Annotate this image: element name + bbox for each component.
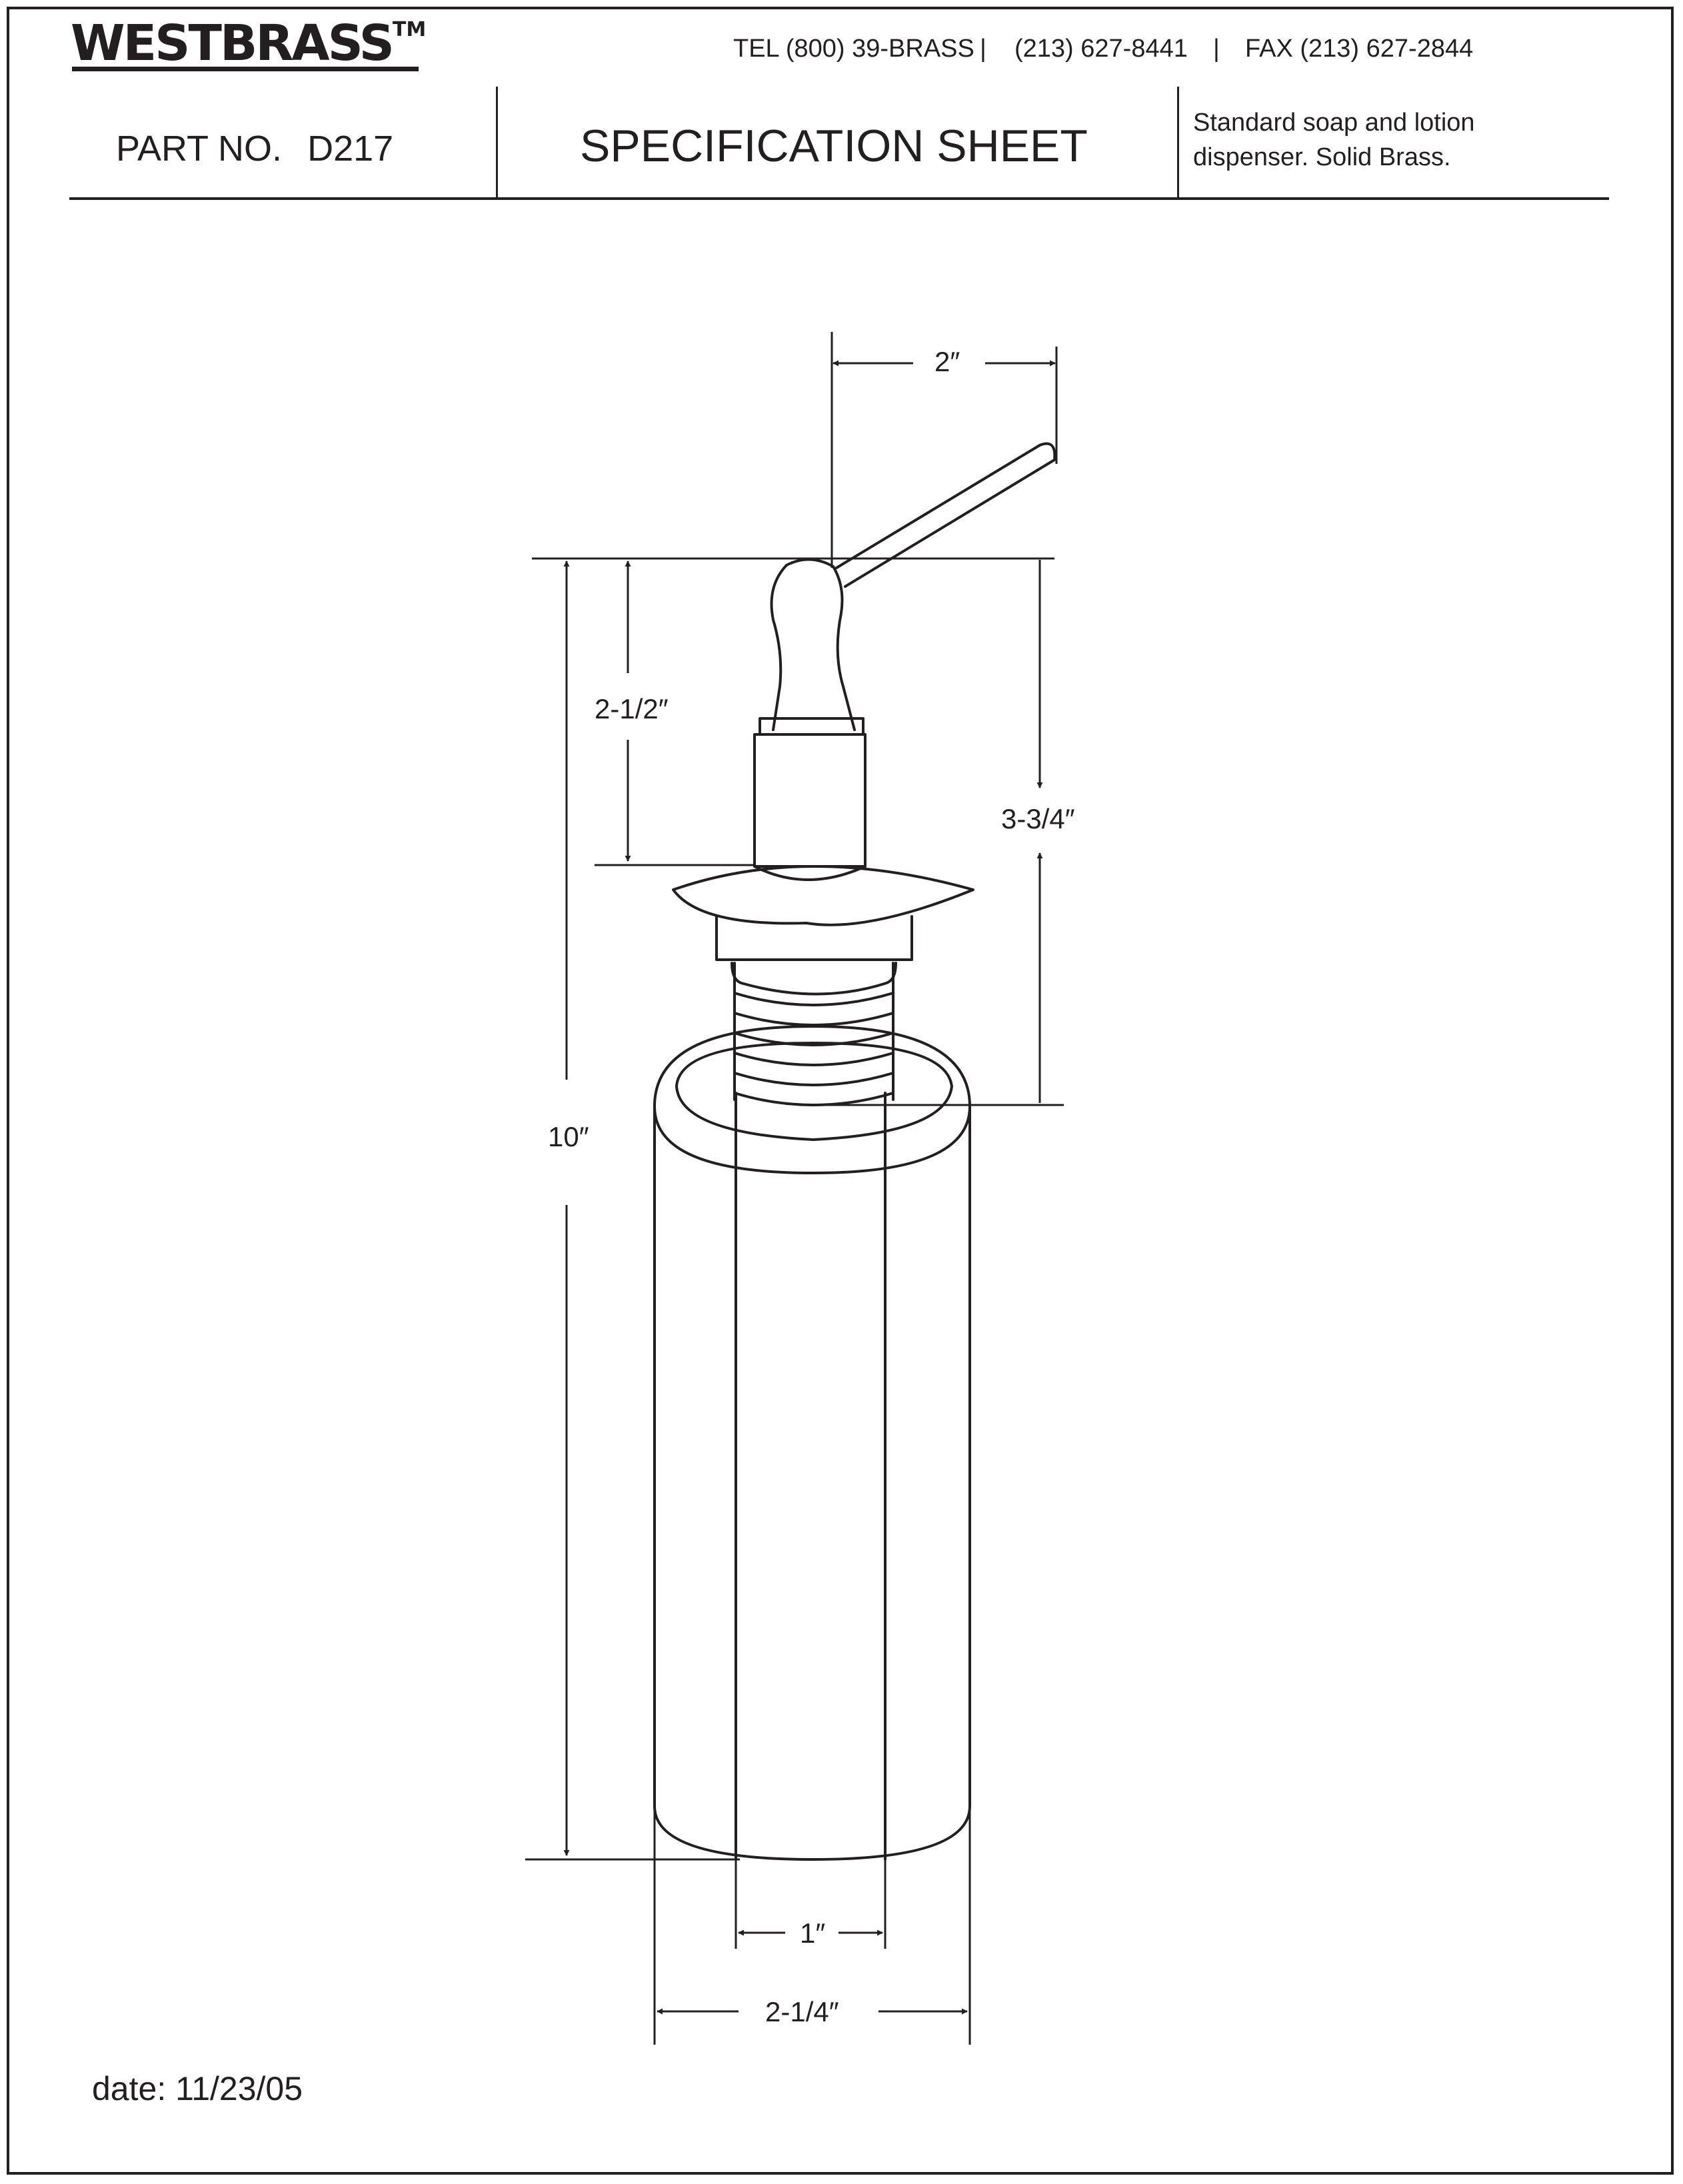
phone-number: (213) 627-8441: [1014, 35, 1188, 63]
pump-base: [753, 865, 866, 881]
sheet-date: date: 11/23/05: [92, 2070, 303, 2107]
shank-threads: [731, 962, 897, 1106]
page-border: [7, 7, 1674, 2175]
part-number-field: PART NO. D217: [116, 128, 393, 169]
product-description: Standard soap and lotion dispenser. Soli…: [1193, 109, 1475, 171]
spout: [835, 442, 1056, 588]
dim-label-bottle-diameter: 2-1/4″: [765, 1996, 839, 2027]
tel-number: TEL (800) 39-BRASS: [733, 35, 974, 63]
bottle-top: [653, 1025, 971, 1174]
header-rule: [69, 197, 1609, 200]
deck-flange: [672, 865, 974, 926]
sheet-title: SPECIFICATION SHEET: [580, 121, 1088, 171]
trademark-mark: TM: [392, 18, 427, 41]
dim-label-above-deck: 3-3/4″: [1001, 803, 1075, 834]
dim-label-overall-height: 10″: [548, 1121, 589, 1152]
hex-nut: [715, 915, 913, 961]
dim-label-pump-height: 2-1/2″: [595, 693, 669, 724]
pump-collar: [759, 717, 864, 734]
brand-name: WESTBRASS: [71, 15, 395, 72]
fax-number: FAX (213) 627-2844: [1245, 35, 1474, 63]
dim-label-shank-diameter: 1″: [800, 1917, 826, 1949]
header-divider-2: [1177, 87, 1179, 199]
contact-separator-2: |: [1213, 35, 1220, 63]
header-divider-1: [496, 87, 498, 199]
bottle-body: [653, 1105, 971, 1861]
logo-underline: [72, 67, 419, 71]
bottle-top-inner: [675, 1042, 953, 1141]
pump-head: [770, 558, 856, 731]
westbrass-logo: WESTBRASSTM: [71, 19, 426, 68]
pump-body: [753, 733, 866, 868]
contact-separator-1: |: [980, 35, 986, 63]
part-label: PART NO.: [116, 129, 283, 169]
part-number: D217: [307, 129, 394, 169]
dim-label-spout-reach: 2″: [934, 346, 960, 377]
